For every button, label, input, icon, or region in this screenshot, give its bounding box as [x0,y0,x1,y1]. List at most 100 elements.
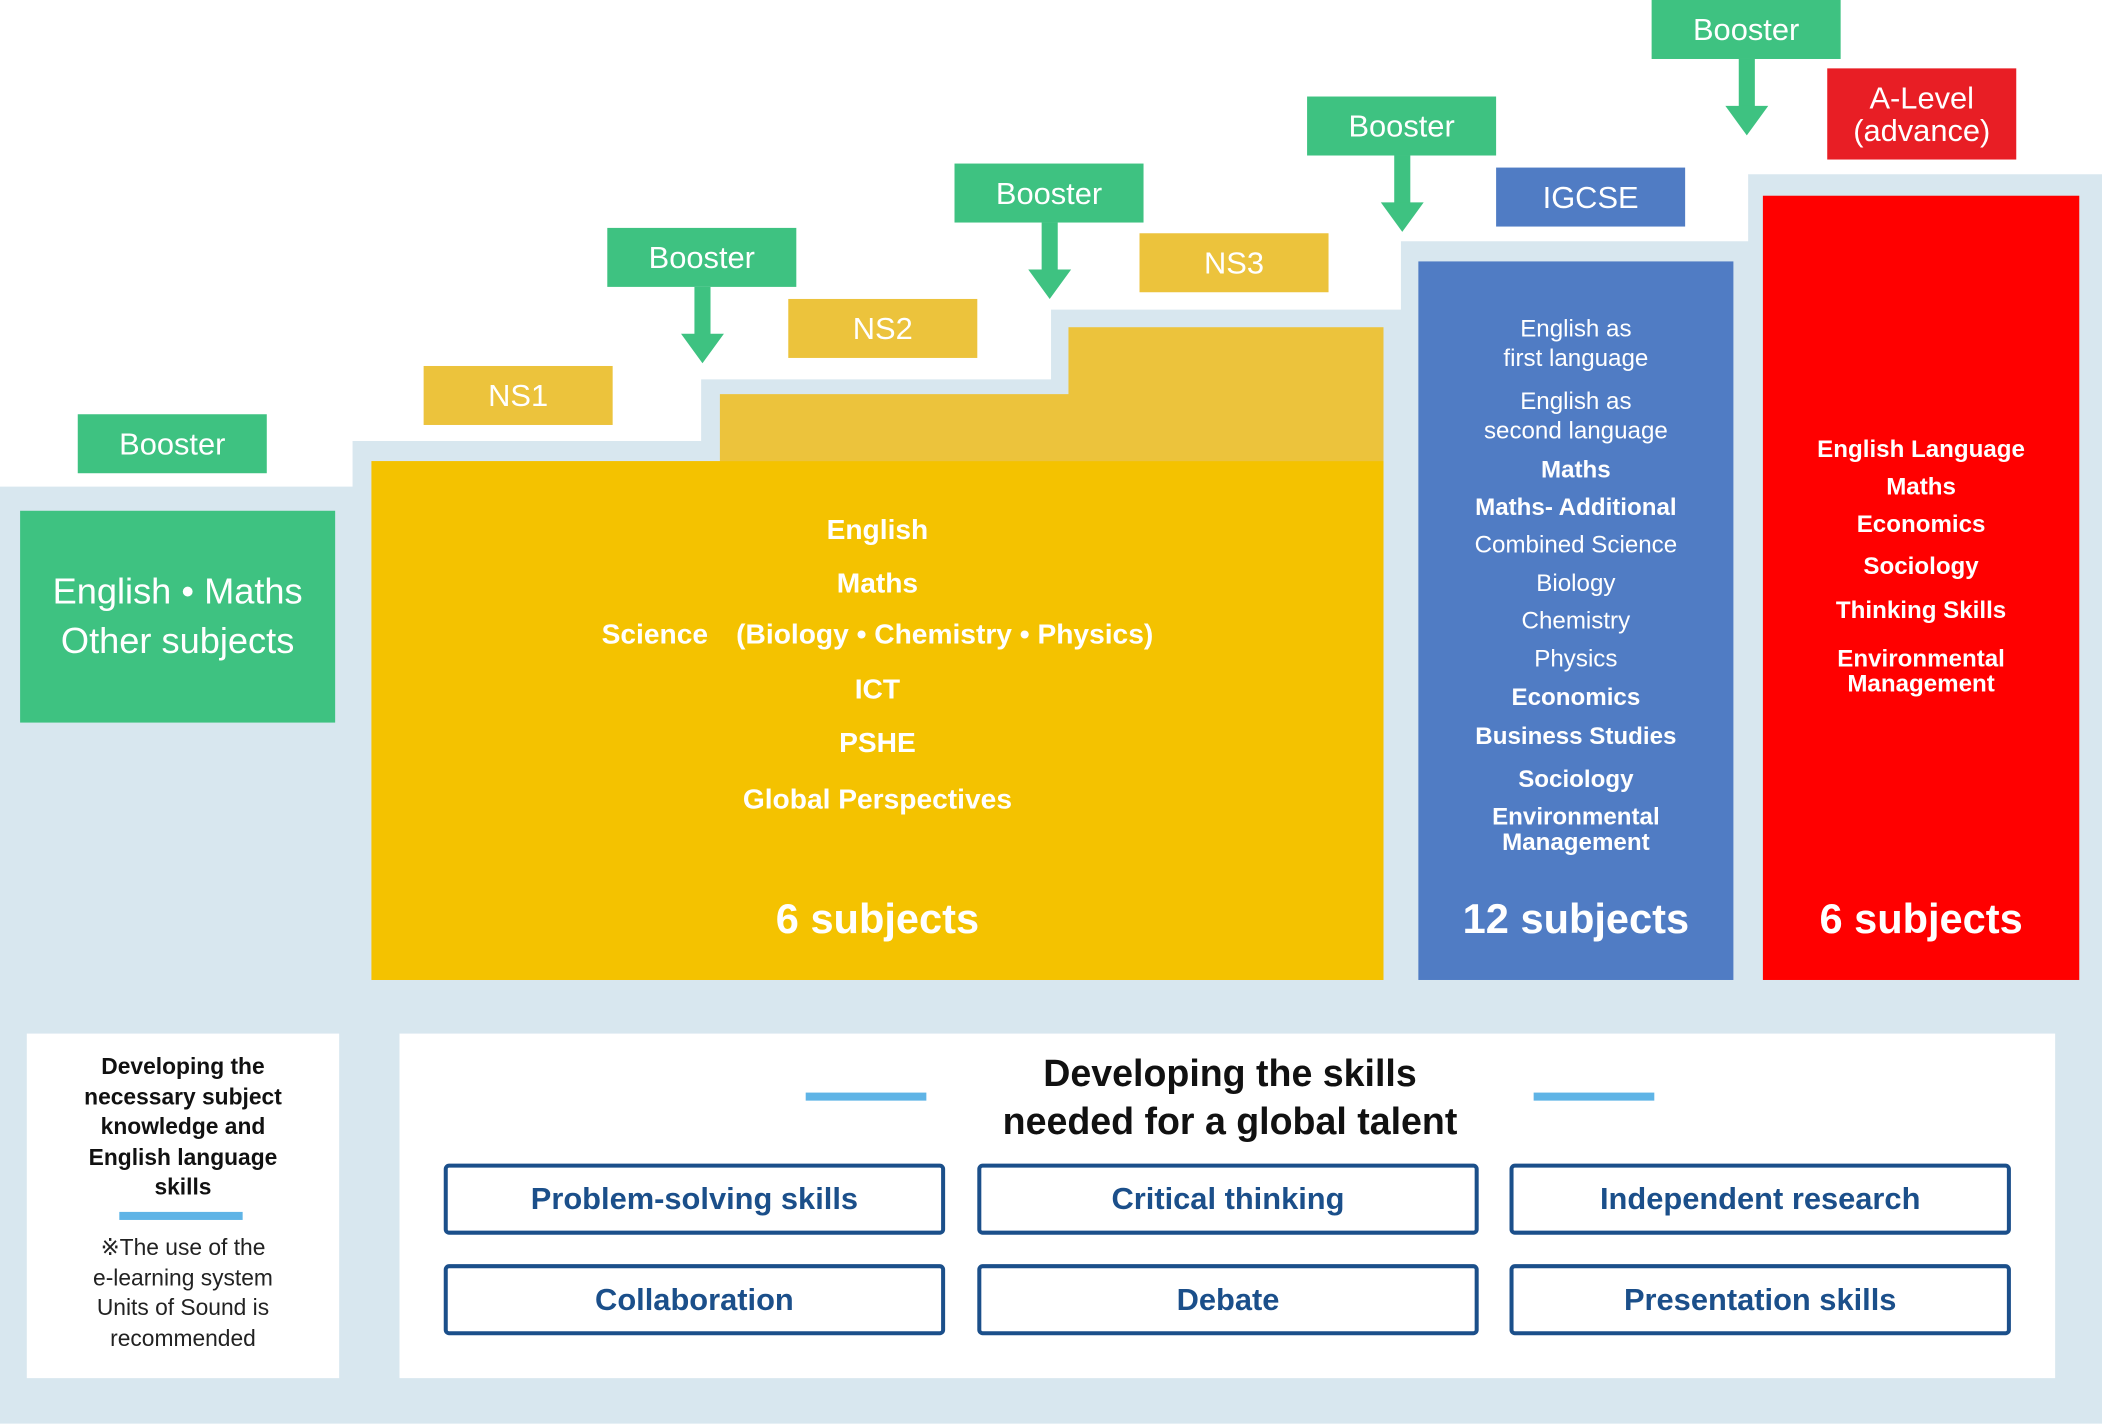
alevel-tag: A-Level (advance) [1827,68,2017,160]
ns2-label: NS2 [852,310,913,346]
note-line: Units of Sound is [96,1295,270,1321]
igcse-subject: Maths [1540,455,1611,483]
booster-tag-ns3: Booster [1307,96,1497,156]
heading-line: skills [154,1174,212,1200]
skill-label: Debate [1176,1281,1280,1317]
note-line: ※The use of the [100,1234,266,1261]
skill-label: Collaboration [595,1281,794,1317]
accent-line-left [805,1092,927,1101]
igcse-subject: Physics [1534,644,1618,672]
start-line: English • Maths [52,571,303,612]
booster-arrow-icon [1028,269,1072,299]
accent-line-right [1533,1092,1655,1101]
heading-line: knowledge and [100,1114,266,1140]
booster-arrow-stem [1738,58,1755,108]
alevel-subject: Thinking Skills [1835,596,2007,624]
alevel-subject: English Language [1817,435,2025,463]
igcse-subject: Sociology [1518,765,1634,793]
igcse-subject: second language [1483,416,1668,444]
alevel-subject: Sociology [1863,552,1979,580]
alevel-subject: Economics [1856,510,1986,538]
skill-label: Presentation skills [1623,1281,1897,1317]
igcse-subject: Environmental [1492,803,1660,830]
booster-label: Booster [1692,11,1800,47]
booster-arrow-icon [681,333,724,364]
igcse-subject: Biology [1536,569,1616,597]
ns1-label: NS1 [488,377,549,413]
skill-problem-solving[interactable]: Problem-solving skills [443,1163,946,1235]
heading-line: necessary subject [84,1083,282,1110]
skill-presentation[interactable]: Presentation skills [1509,1264,2011,1336]
igcse-subject: Business Studies [1475,722,1677,750]
alevel-subject-list: English Language Maths Economics Sociolo… [1763,435,2079,698]
igcse-label: IGCSE [1542,178,1639,214]
booster-tag-ns2: Booster [954,163,1144,223]
skill-label: Problem-solving skills [530,1181,859,1216]
igcse-block [1418,261,1734,980]
skill-critical-thinking[interactable]: Critical thinking [977,1163,1479,1235]
ns-subject: Global Perspectives [742,784,1012,816]
ns-subject-list: English Maths Science (Biology • Chemist… [371,511,1383,834]
booster-arrow-stem [694,286,711,336]
skills-title-line: Developing the skills [1043,1052,1417,1094]
ns-subject: English [826,514,929,546]
igcse-subject: Chemistry [1521,607,1631,635]
alevel-subject: Management [1847,670,1995,698]
ns-steps [371,327,1384,980]
igcse-subject: English as [1520,387,1632,415]
booster-tag-ns1: Booster [607,227,797,287]
ns-subject: ICT [854,674,901,706]
booster-label: Booster [995,174,1103,210]
booster-label: Booster [648,239,755,275]
left-note-text: ※The use of the e-learning system Units … [27,1233,339,1354]
heading-line: English language [88,1144,278,1170]
alevel-subject: Maths [1886,473,1956,501]
booster-arrow-icon [1725,105,1769,136]
igcse-subject: Economics [1511,683,1641,711]
note-line: e-learning system [93,1264,273,1291]
left-note-heading: Developing the necessary subject knowled… [27,1052,339,1203]
alevel-label: (advance) [1853,112,1991,148]
start-subjects-box: English • Maths Other subjects [20,510,336,723]
skill-independent-research[interactable]: Independent research [1509,1163,2011,1235]
skill-label: Independent research [1599,1181,1921,1216]
skills-title: Developing the skills needed for a globa… [926,1050,1533,1147]
booster-label: Booster [1348,107,1455,143]
igcse-subject-list: English as first language English as sec… [1418,314,1733,856]
ns3-tag: NS3 [1139,233,1329,293]
ns2-tag: NS2 [788,298,978,358]
booster-arrow-stem [1394,155,1411,204]
alevel-label: A-Level [1869,80,1975,116]
igcse-subject: English as [1520,315,1632,342]
igcse-subject: Combined Science [1474,530,1678,558]
skill-debate[interactable]: Debate [977,1264,1479,1336]
note-line: recommended [110,1325,256,1351]
accent-line [119,1211,243,1220]
igcse-subject-count: 12 subjects [1462,895,1690,943]
ns-subject: Maths [836,568,919,600]
heading-line: Developing the [101,1053,265,1080]
skill-label: Critical thinking [1111,1181,1345,1216]
booster-arrow-icon [1380,202,1424,232]
booster-label: Booster [119,425,226,461]
igcse-subject: first language [1503,344,1649,372]
start-line: Other subjects [60,620,295,661]
skill-collaboration[interactable]: Collaboration [443,1264,946,1336]
ns-subject: PSHE [839,727,916,759]
ns-subject-count: 6 subjects [775,895,980,943]
alevel-block [1762,195,2080,980]
igcse-tag: IGCSE [1496,167,1686,227]
ns1-tag: NS1 [423,365,613,425]
booster-tag-igcse: Booster [1651,0,1841,59]
igcse-subject: Management [1502,828,1650,856]
alevel-subject-count: 6 subjects [1819,895,2023,943]
left-note-panel: Developing the necessary subject knowled… [26,1033,340,1379]
skills-title-line: needed for a global talent [1002,1100,1458,1143]
booster-arrow-stem [1041,222,1058,271]
booster-tag-start: Booster [77,414,267,474]
ns-subject: Science (Biology • Chemistry • Physics) [601,619,1154,651]
igcse-subject: Maths- Additional [1475,493,1677,521]
ns3-label: NS3 [1204,244,1265,280]
alevel-subject: Environmental [1837,644,2005,672]
